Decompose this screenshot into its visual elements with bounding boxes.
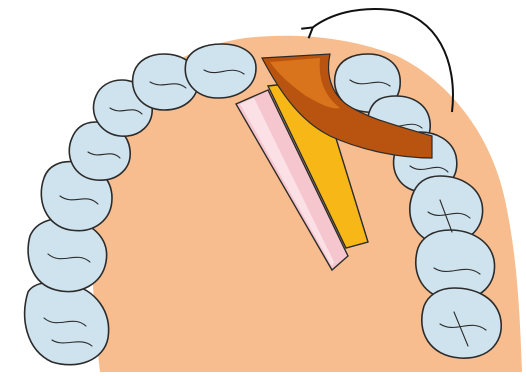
tooth-left-lateral-incisor: [185, 44, 256, 98]
tooth-right-molar-3: [422, 288, 501, 358]
